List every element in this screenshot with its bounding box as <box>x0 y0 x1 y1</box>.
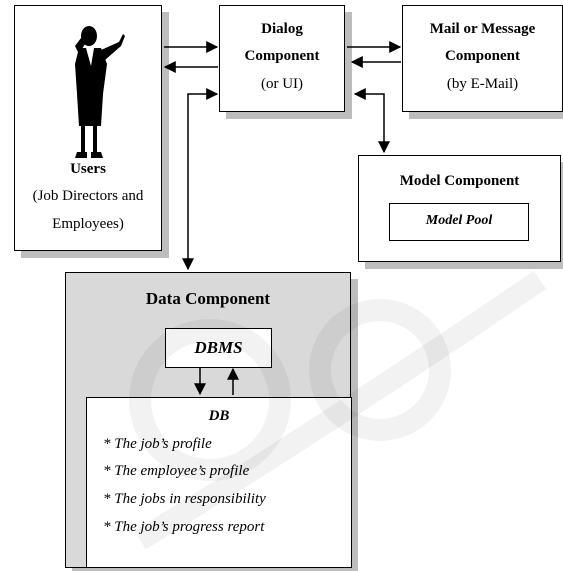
model-title: Model Component <box>399 173 520 189</box>
dbms-box: DBMS <box>165 328 272 368</box>
model-pool-label: Model Pool <box>425 213 493 228</box>
db-title: DB <box>208 408 230 424</box>
model-component-box: Model Component Model Pool <box>358 155 561 262</box>
db-item: * The jobs in responsibility <box>103 491 266 507</box>
data-component-box: Data Component DBMS DB * The job’s profi… <box>65 272 352 568</box>
db-item: * The employee’s profile <box>103 463 250 479</box>
model-pool-box: Model Pool <box>389 203 529 241</box>
dialog-line1: Dialog <box>261 21 303 37</box>
users-title: Users <box>70 161 106 177</box>
dialog-component-box: Dialog Component (or UI) <box>219 5 345 112</box>
db-item: * The job’s progress report <box>103 519 265 535</box>
dbms-label: DBMS <box>194 338 243 357</box>
arrow-dialog-to-model <box>353 88 390 154</box>
mail-line2: Component <box>444 48 520 64</box>
mail-line1: Mail or Message <box>429 21 536 37</box>
dialog-line2: Component <box>244 48 320 64</box>
mail-component-box: Mail or Message Component (by E-Mail) <box>402 5 563 112</box>
dialog-line3: (or UI) <box>260 76 304 92</box>
user-figure-icon <box>75 26 125 158</box>
mail-line3: (by E-Mail) <box>446 76 519 92</box>
data-title: Data Component <box>145 289 271 308</box>
arrow-dialog-to-data <box>182 88 219 271</box>
users-subtitle-line1: (Job Directors and <box>32 188 144 204</box>
users-subtitle-line2: Employees) <box>52 216 124 232</box>
db-item: * The job’s profile <box>103 436 212 452</box>
users-box: Users (Job Directors and Employees) <box>14 5 162 251</box>
db-box: DB * The job’s profile * The employee’s … <box>86 397 352 568</box>
